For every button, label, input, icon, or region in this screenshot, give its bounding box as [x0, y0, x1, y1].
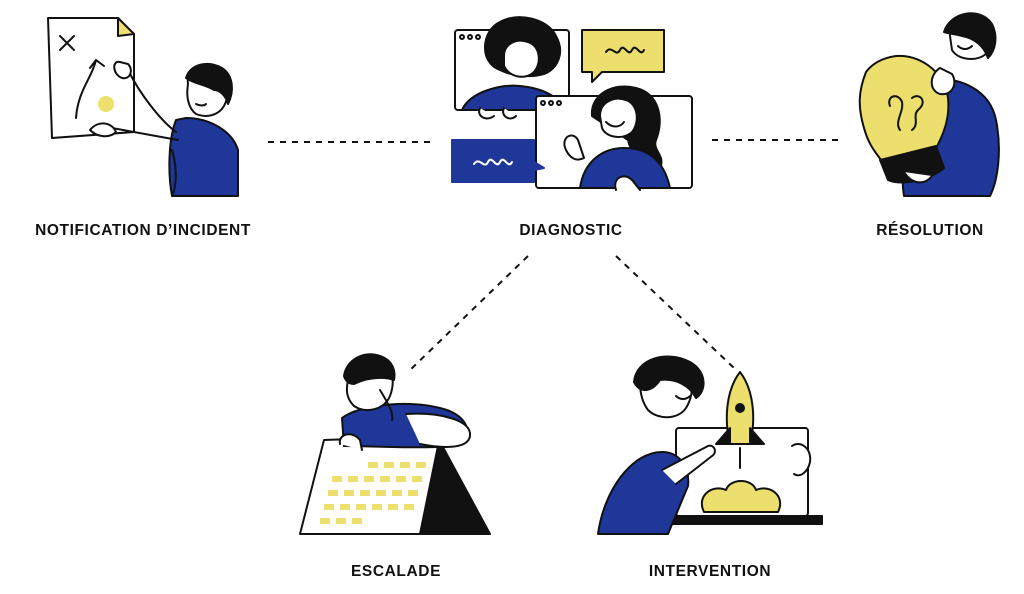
person-with-map-icon [47, 17, 239, 197]
step-label-resolution: RÉSOLUTION [876, 222, 984, 239]
video-call-chat-icon [451, 16, 693, 191]
step-label-notification: NOTIFICATION D’INCIDENT [35, 222, 251, 239]
laptop-rocket-launch-icon [597, 355, 823, 535]
step-label-diagnostic: DIAGNOSTIC [519, 222, 623, 239]
person-holding-lightbulb-icon [858, 12, 1000, 197]
connector-diagnostic-escalade [407, 255, 529, 373]
step-label-intervention: INTERVENTION [648, 563, 772, 580]
person-on-calendar-icon [299, 353, 491, 535]
connector-diagnostic-intervention [615, 255, 735, 369]
step-label-escalade: ESCALADE [350, 563, 442, 580]
calendar-days [320, 462, 426, 524]
